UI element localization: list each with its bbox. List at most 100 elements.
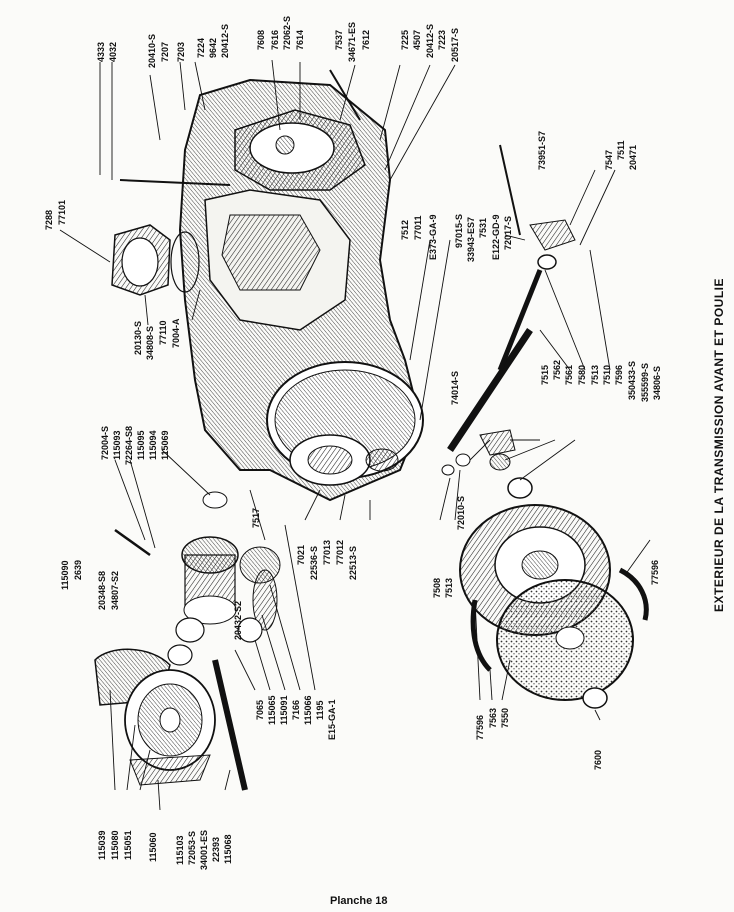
part-label-p7288: 7288 [44, 209, 54, 230]
part-label-p7596a: 7596 [614, 364, 624, 385]
plate-number: Planche 18 [330, 895, 388, 907]
part-label-p115093: 115093 [112, 430, 122, 460]
part-label-p115103: 115103 [175, 835, 185, 865]
part-label-p72017: 72017-S [503, 215, 513, 250]
clutch-assembly [459, 504, 649, 709]
part-label-p72004s: 72004-S [100, 425, 110, 460]
part-label-p4032: 4032 [108, 41, 118, 62]
side-pto-housing [111, 224, 200, 296]
part-label-p7537: 7537 [334, 29, 344, 50]
part-label-p7021: 7021 [296, 544, 306, 565]
part-label-p115065: 115065 [267, 695, 277, 725]
part-label-pE122: E122-GD-9 [491, 214, 501, 260]
part-label-p115039: 115039 [97, 830, 107, 860]
part-label-p97015: 97015-S [454, 213, 464, 248]
part-label-p7517: 7517 [251, 507, 261, 528]
part-label-p20412s_a: 20412-S [220, 23, 230, 58]
part-label-pE15: E15-GA-1 [327, 699, 337, 740]
part-label-p7562: 7562 [552, 359, 562, 380]
part-label-p4333: 4333 [96, 41, 106, 62]
part-label-p2639: 2639 [73, 559, 83, 580]
part-label-p7224: 7224 [196, 37, 206, 58]
part-label-p115080: 115080 [110, 830, 120, 860]
part-label-p7531: 7531 [478, 217, 488, 238]
part-label-p7512: 7512 [400, 219, 410, 240]
part-label-p33943: 33943-ES7 [466, 216, 476, 262]
part-label-p4507: 4507 [412, 29, 422, 50]
part-label-p9642: 9642 [208, 37, 218, 58]
part-label-p77596a: 77596 [650, 559, 660, 585]
leader-lines [59, 59, 651, 811]
part-label-p7223: 7223 [437, 29, 447, 50]
part-label-p22536: 22536-S [309, 545, 319, 580]
part-label-p72010: 72010-S [456, 495, 466, 530]
part-label-p7580: 7580 [577, 364, 587, 385]
release-shaft [441, 144, 576, 499]
part-label-p115094: 115094 [148, 430, 158, 460]
part-label-p7203: 7203 [176, 41, 186, 62]
part-label-p7561: 7561 [564, 364, 574, 385]
part-label-p77013: 77013 [322, 539, 332, 565]
part-label-p115051: 115051 [123, 830, 133, 860]
part-label-p22513: 22513-S [348, 545, 358, 580]
part-label-p34001: 34001-ES [199, 829, 209, 870]
part-label-p77012: 77012 [335, 539, 345, 565]
part-label-p115095: 115095 [136, 430, 146, 460]
part-label-p72264: 72264-S8 [124, 425, 134, 465]
part-label-p7513a: 7513 [590, 364, 600, 385]
part-label-p7207: 7207 [160, 41, 170, 62]
part-label-p7547: 7547 [604, 149, 614, 170]
part-label-p7065: 7065 [255, 699, 265, 720]
part-label-p34806: 34806-S [652, 365, 662, 400]
part-label-p115069: 115069 [160, 430, 170, 460]
part-label-p115060: 115060 [148, 832, 158, 862]
part-label-p73951: 73951-S7 [537, 130, 547, 170]
part-label-p7004a: 7004-A [171, 318, 181, 348]
part-label-p7608: 7608 [256, 29, 266, 50]
part-label-p355599: 355599-S [640, 362, 650, 402]
part-label-pE373: E373-GA-9 [428, 214, 438, 260]
part-label-p7612: 7612 [361, 29, 371, 50]
part-label-p115090: 115090 [60, 560, 70, 590]
part-label-p34671es: 34671-ES [347, 21, 357, 62]
part-label-p7550: 7550 [500, 707, 510, 728]
part-label-p77101: 77101 [57, 199, 67, 225]
part-label-p20410s_a: 20410-S [147, 33, 157, 68]
transmission-housing [178, 78, 424, 502]
part-label-p7600: 7600 [593, 749, 603, 770]
part-label-p115066: 115066 [303, 695, 313, 725]
diagram-caption: EXTERIEUR DE LA TRANSMISSION AVANT ET PO… [712, 277, 726, 612]
part-label-p115068: 115068 [223, 834, 233, 864]
part-label-p7563: 7563 [488, 707, 498, 728]
part-label-p72062s: 72062-S [282, 15, 292, 50]
part-label-p77110: 77110 [158, 320, 168, 345]
part-label-p72053: 72053-S [187, 830, 197, 865]
part-label-p20432: 20432-S2 [233, 600, 243, 640]
part-label-p7166: 7166 [291, 699, 301, 720]
part-label-p20348: 20348-S8 [97, 570, 107, 610]
part-label-p74014: 74014-S [450, 370, 460, 405]
part-label-p34807: 34807-S2 [110, 570, 120, 610]
part-label-p7510: 7510 [602, 364, 612, 385]
part-label-p20130s: 20130-S [133, 320, 143, 355]
part-label-p34808s: 34808-S [145, 325, 155, 360]
part-label-p7508: 7508 [432, 577, 442, 598]
part-label-p20517s: 20517-S [450, 27, 460, 62]
part-label-p20471: 20471 [628, 144, 638, 170]
part-label-p22393: 22393 [211, 836, 221, 862]
part-label-p7511: 7511 [616, 140, 626, 160]
part-label-p20412s_b: 20412-S [425, 23, 435, 58]
part-label-p77011: 77011 [413, 215, 423, 240]
part-label-p350433: 350433-S [627, 360, 637, 400]
part-label-p7225: 7225 [400, 29, 410, 50]
top-cover-assembly [119, 69, 366, 191]
part-label-p77596b: 77596 [475, 714, 485, 740]
part-label-p7513b: 7513 [444, 577, 454, 598]
part-label-p7515: 7515 [540, 364, 550, 385]
part-label-p7614: 7614 [295, 29, 305, 50]
part-label-p115091: 115091 [279, 695, 289, 725]
pulley-assembly [94, 491, 281, 791]
part-label-p7616: 7616 [270, 29, 280, 50]
